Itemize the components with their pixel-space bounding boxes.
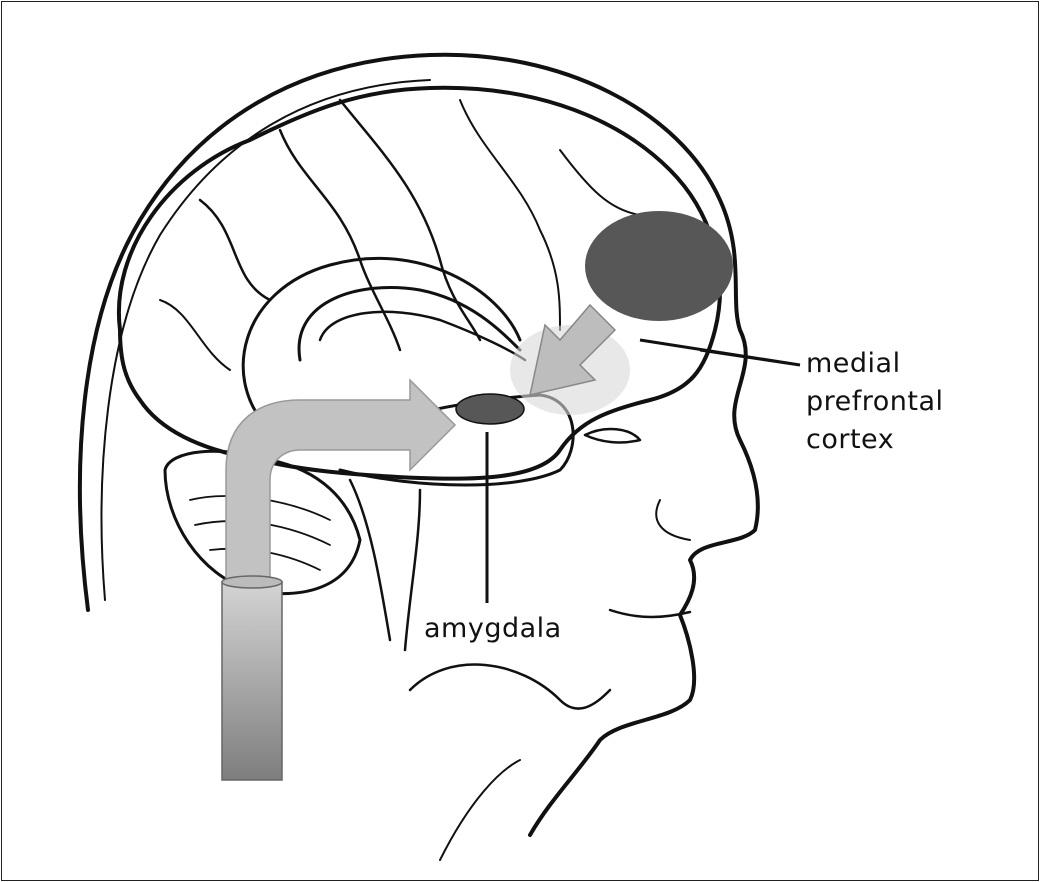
mouth-line <box>608 608 692 619</box>
mpfc-label-line2: prefrontal <box>806 386 944 417</box>
input-tube-top <box>221 575 283 589</box>
nose-line <box>655 499 691 541</box>
mpfc-leader-line <box>639 338 801 367</box>
amygdala-region <box>455 393 525 425</box>
limbic-loop-inner <box>318 310 527 362</box>
neck-line <box>439 759 521 861</box>
amygdala-label: amygdala <box>424 613 562 644</box>
sensory-input-arrow <box>225 378 457 591</box>
brainstem <box>348 478 422 652</box>
head-outline-inner <box>100 79 431 601</box>
mpfc-region <box>585 211 733 321</box>
limbic-loop-outer <box>241 256 522 432</box>
limbic-loop-mid <box>297 286 522 362</box>
mpfc-label: medial prefrontal cortex <box>806 345 944 459</box>
mpfc-label-line3: cortex <box>806 424 895 455</box>
mpfc-to-amygdala-arrow <box>529 303 617 396</box>
mpfc-label-line1: medial <box>806 348 901 379</box>
jaw-line <box>408 663 612 710</box>
input-tube <box>221 581 283 781</box>
head-outline <box>77 52 760 837</box>
eye <box>583 427 642 444</box>
